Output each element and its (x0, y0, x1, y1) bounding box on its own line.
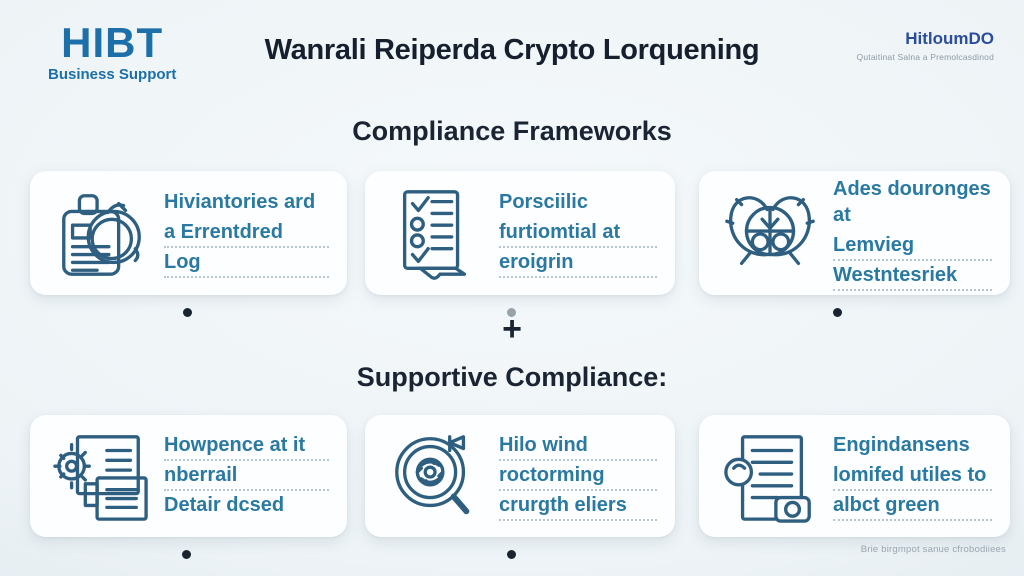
section-heading-compliance-frameworks: Compliance Frameworks (352, 116, 672, 146)
card-inventories: Hiviantories ard a Errentdred Log (30, 171, 347, 295)
card-line: Engindansens (833, 434, 970, 456)
card-text: Hilo wind roctorming crurgth eliers (499, 430, 657, 522)
card-documents: Howpence at it nberrail Detair dcsed (30, 415, 347, 537)
logo-title: HIBT (61, 19, 164, 66)
card-text: Engindansens lomifed utiles to albct gre… (833, 430, 992, 522)
connector-dot-gray (507, 308, 516, 317)
badge-search-icon (52, 183, 150, 283)
brand-name: HitloumDO (905, 29, 994, 48)
magnifier-gear-icon (387, 426, 485, 526)
card-line: Westntesriek (833, 262, 992, 291)
card-line: Ades douronges at (833, 178, 991, 226)
card-line: crurgth eliers (499, 492, 657, 521)
card-line: nberrail (164, 462, 329, 491)
card-line: Howpence at it (164, 432, 329, 461)
card-text: Howpence at it nberrail Detair dcsed (164, 430, 329, 522)
card-stamp: Engindansens lomifed utiles to albct gre… (699, 415, 1010, 537)
section-heading-supportive-compliance: Supportive Compliance: (356, 362, 668, 392)
card-emblem: Ades douronges at Lemvieg Westntesriek (699, 171, 1010, 295)
document-stamp-icon (721, 426, 819, 526)
card-text: Porsciilic furtiomtial at eroigrin (499, 187, 657, 279)
connector-dot (182, 550, 191, 559)
connector-dot (833, 308, 842, 317)
logo-subtitle: Business Support (48, 66, 177, 83)
card-magnifier: Hilo wind roctorming crurgth eliers (365, 415, 675, 537)
plus-icon: + (502, 310, 522, 348)
checklist-icon (387, 183, 485, 283)
card-line: furtiomtial at (499, 219, 657, 248)
page-title: Wanrali Reiperda Crypto Lorquening (264, 34, 760, 66)
card-line: roctorming (499, 462, 657, 491)
logo: HIBT Business Support (48, 19, 177, 84)
connector-dot (507, 550, 516, 559)
card-line: Lemvieg (833, 232, 992, 261)
brand-tagline: Qutaitinat Salna a Premolcasdinod (856, 51, 994, 62)
card-line: eroigrin (499, 249, 657, 278)
footer-note: Brie birgmpot sanue cfrobodiiees (860, 544, 1006, 555)
brand-right: HitloumDO Qutaitinat Salna a Premolcasdi… (856, 29, 994, 62)
card-line: a Errentdred (164, 219, 329, 248)
card-text: Ades douronges at Lemvieg Westntesriek (833, 174, 992, 292)
documents-gear-icon (52, 426, 150, 526)
card-line: albct green (833, 492, 992, 521)
winged-emblem-icon (721, 183, 819, 283)
card-line: Porsciilic (499, 191, 588, 213)
card-checklist: Porsciilic furtiomtial at eroigrin (365, 171, 675, 295)
card-line: lomifed utiles to (833, 462, 992, 491)
card-line: Log (164, 249, 329, 278)
connector-dot (183, 308, 192, 317)
card-line: Hiviantories ard (164, 191, 316, 213)
card-line: Hilo wind (499, 432, 657, 461)
card-text: Hiviantories ard a Errentdred Log (164, 187, 329, 279)
card-line: Detair dcsed (164, 494, 285, 516)
